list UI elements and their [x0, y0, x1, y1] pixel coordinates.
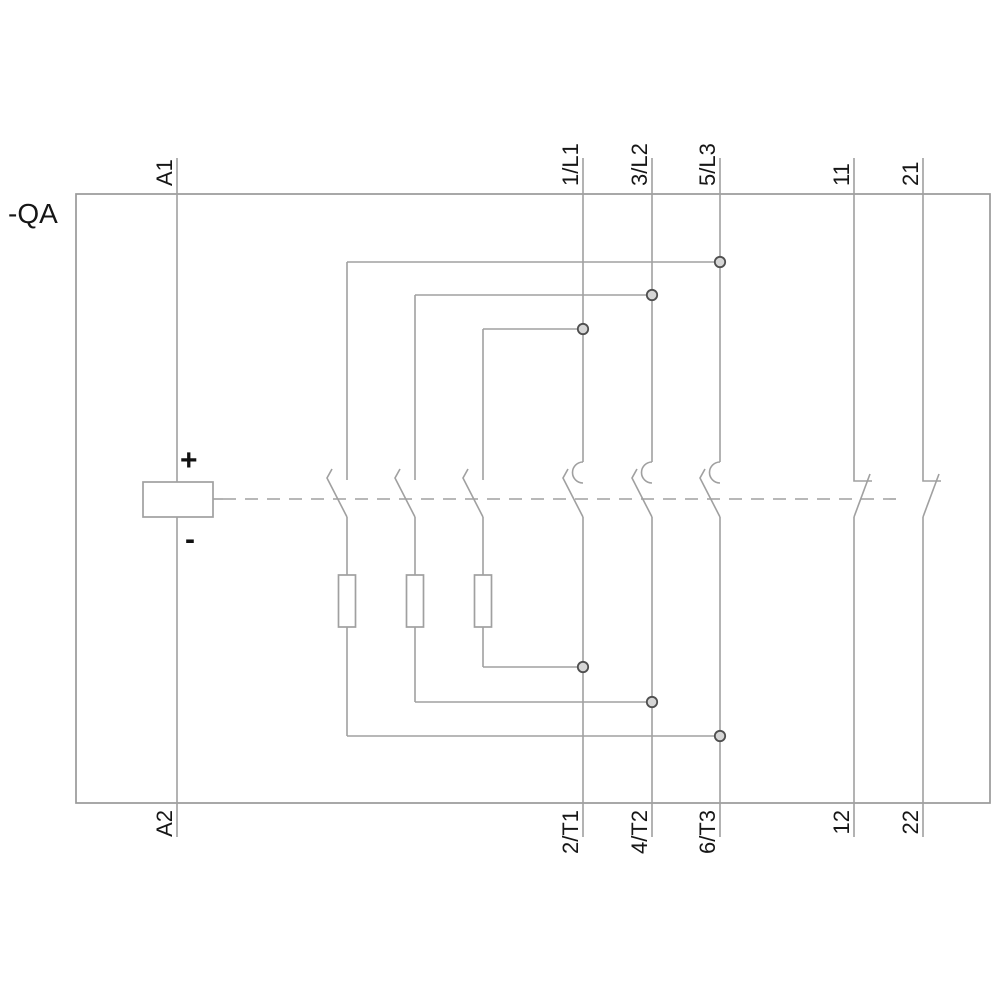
junction-dot-bottom-2t1: [576, 660, 590, 674]
terminal-label-6t3: 6/T3: [695, 810, 720, 854]
resistor-3: [473, 574, 493, 628]
terminal-label-5l3: 5/L3: [695, 143, 720, 186]
main-pole-2: [631, 158, 653, 837]
aux-nc-contact-11: [853, 158, 872, 837]
terminal-label-2t1: 2/T1: [558, 810, 583, 854]
resistor-branch-2: [394, 294, 652, 703]
main-contact-blade-1: [562, 468, 584, 518]
terminal-line-11: [853, 158, 872, 482]
resistor-branch-1: [326, 261, 720, 737]
terminal-labels-bottom: A2 2/T1 4/T2 6/T3 12 22: [152, 810, 923, 854]
junction-dot-top-3l2: [645, 288, 659, 302]
junction-dot-top-5l3: [713, 255, 727, 269]
terminal-line-21: [922, 158, 941, 482]
main-pole-3: [699, 158, 721, 837]
main-pole-1: [562, 158, 584, 837]
terminal-label-11: 11: [829, 163, 854, 186]
terminal-label-3l2: 3/L2: [627, 143, 652, 186]
junction-dot-bottom-4t2: [645, 695, 659, 709]
coil-branch: + -: [142, 158, 214, 837]
terminal-label-a1: A1: [152, 159, 177, 186]
coil-symbol: [142, 481, 214, 518]
junction-dot-top-1l1: [576, 322, 590, 336]
terminal-label-21: 21: [898, 162, 923, 186]
terminal-label-22: 22: [898, 810, 923, 834]
device-boundary: [75, 193, 991, 804]
coil-plus-label: +: [180, 444, 198, 477]
main-contact-blade-3: [699, 468, 721, 518]
resistor-1: [337, 574, 357, 628]
fixed-contact-arc-1: [571, 461, 584, 484]
junction-dots: [576, 255, 727, 743]
resistor-branch-3: [462, 328, 583, 668]
fixed-contact-arc-2: [640, 461, 653, 484]
nc-contact-blade-11: [853, 473, 871, 518]
fixed-contact-arc-3: [708, 461, 721, 484]
nc-contact-blade-21: [922, 473, 940, 518]
device-label: -QA: [8, 198, 58, 229]
terminal-label-4t2: 4/T2: [627, 810, 652, 854]
coil-minus-label: -: [185, 523, 195, 556]
terminal-labels-top: A1 1/L1 3/L2 5/L3 11 21: [152, 143, 923, 186]
junction-dot-bottom-6t3: [713, 729, 727, 743]
no-contact-blade-3: [462, 468, 484, 518]
no-contact-blade-2: [394, 468, 416, 518]
terminal-label-12: 12: [829, 810, 854, 834]
resistor-2: [405, 574, 425, 628]
no-contact-blade-1: [326, 468, 348, 518]
aux-nc-contact-21: [922, 158, 941, 837]
main-contact-blade-2: [631, 468, 653, 518]
terminal-label-1l1: 1/L1: [558, 143, 583, 186]
terminal-label-a2: A2: [152, 810, 177, 837]
